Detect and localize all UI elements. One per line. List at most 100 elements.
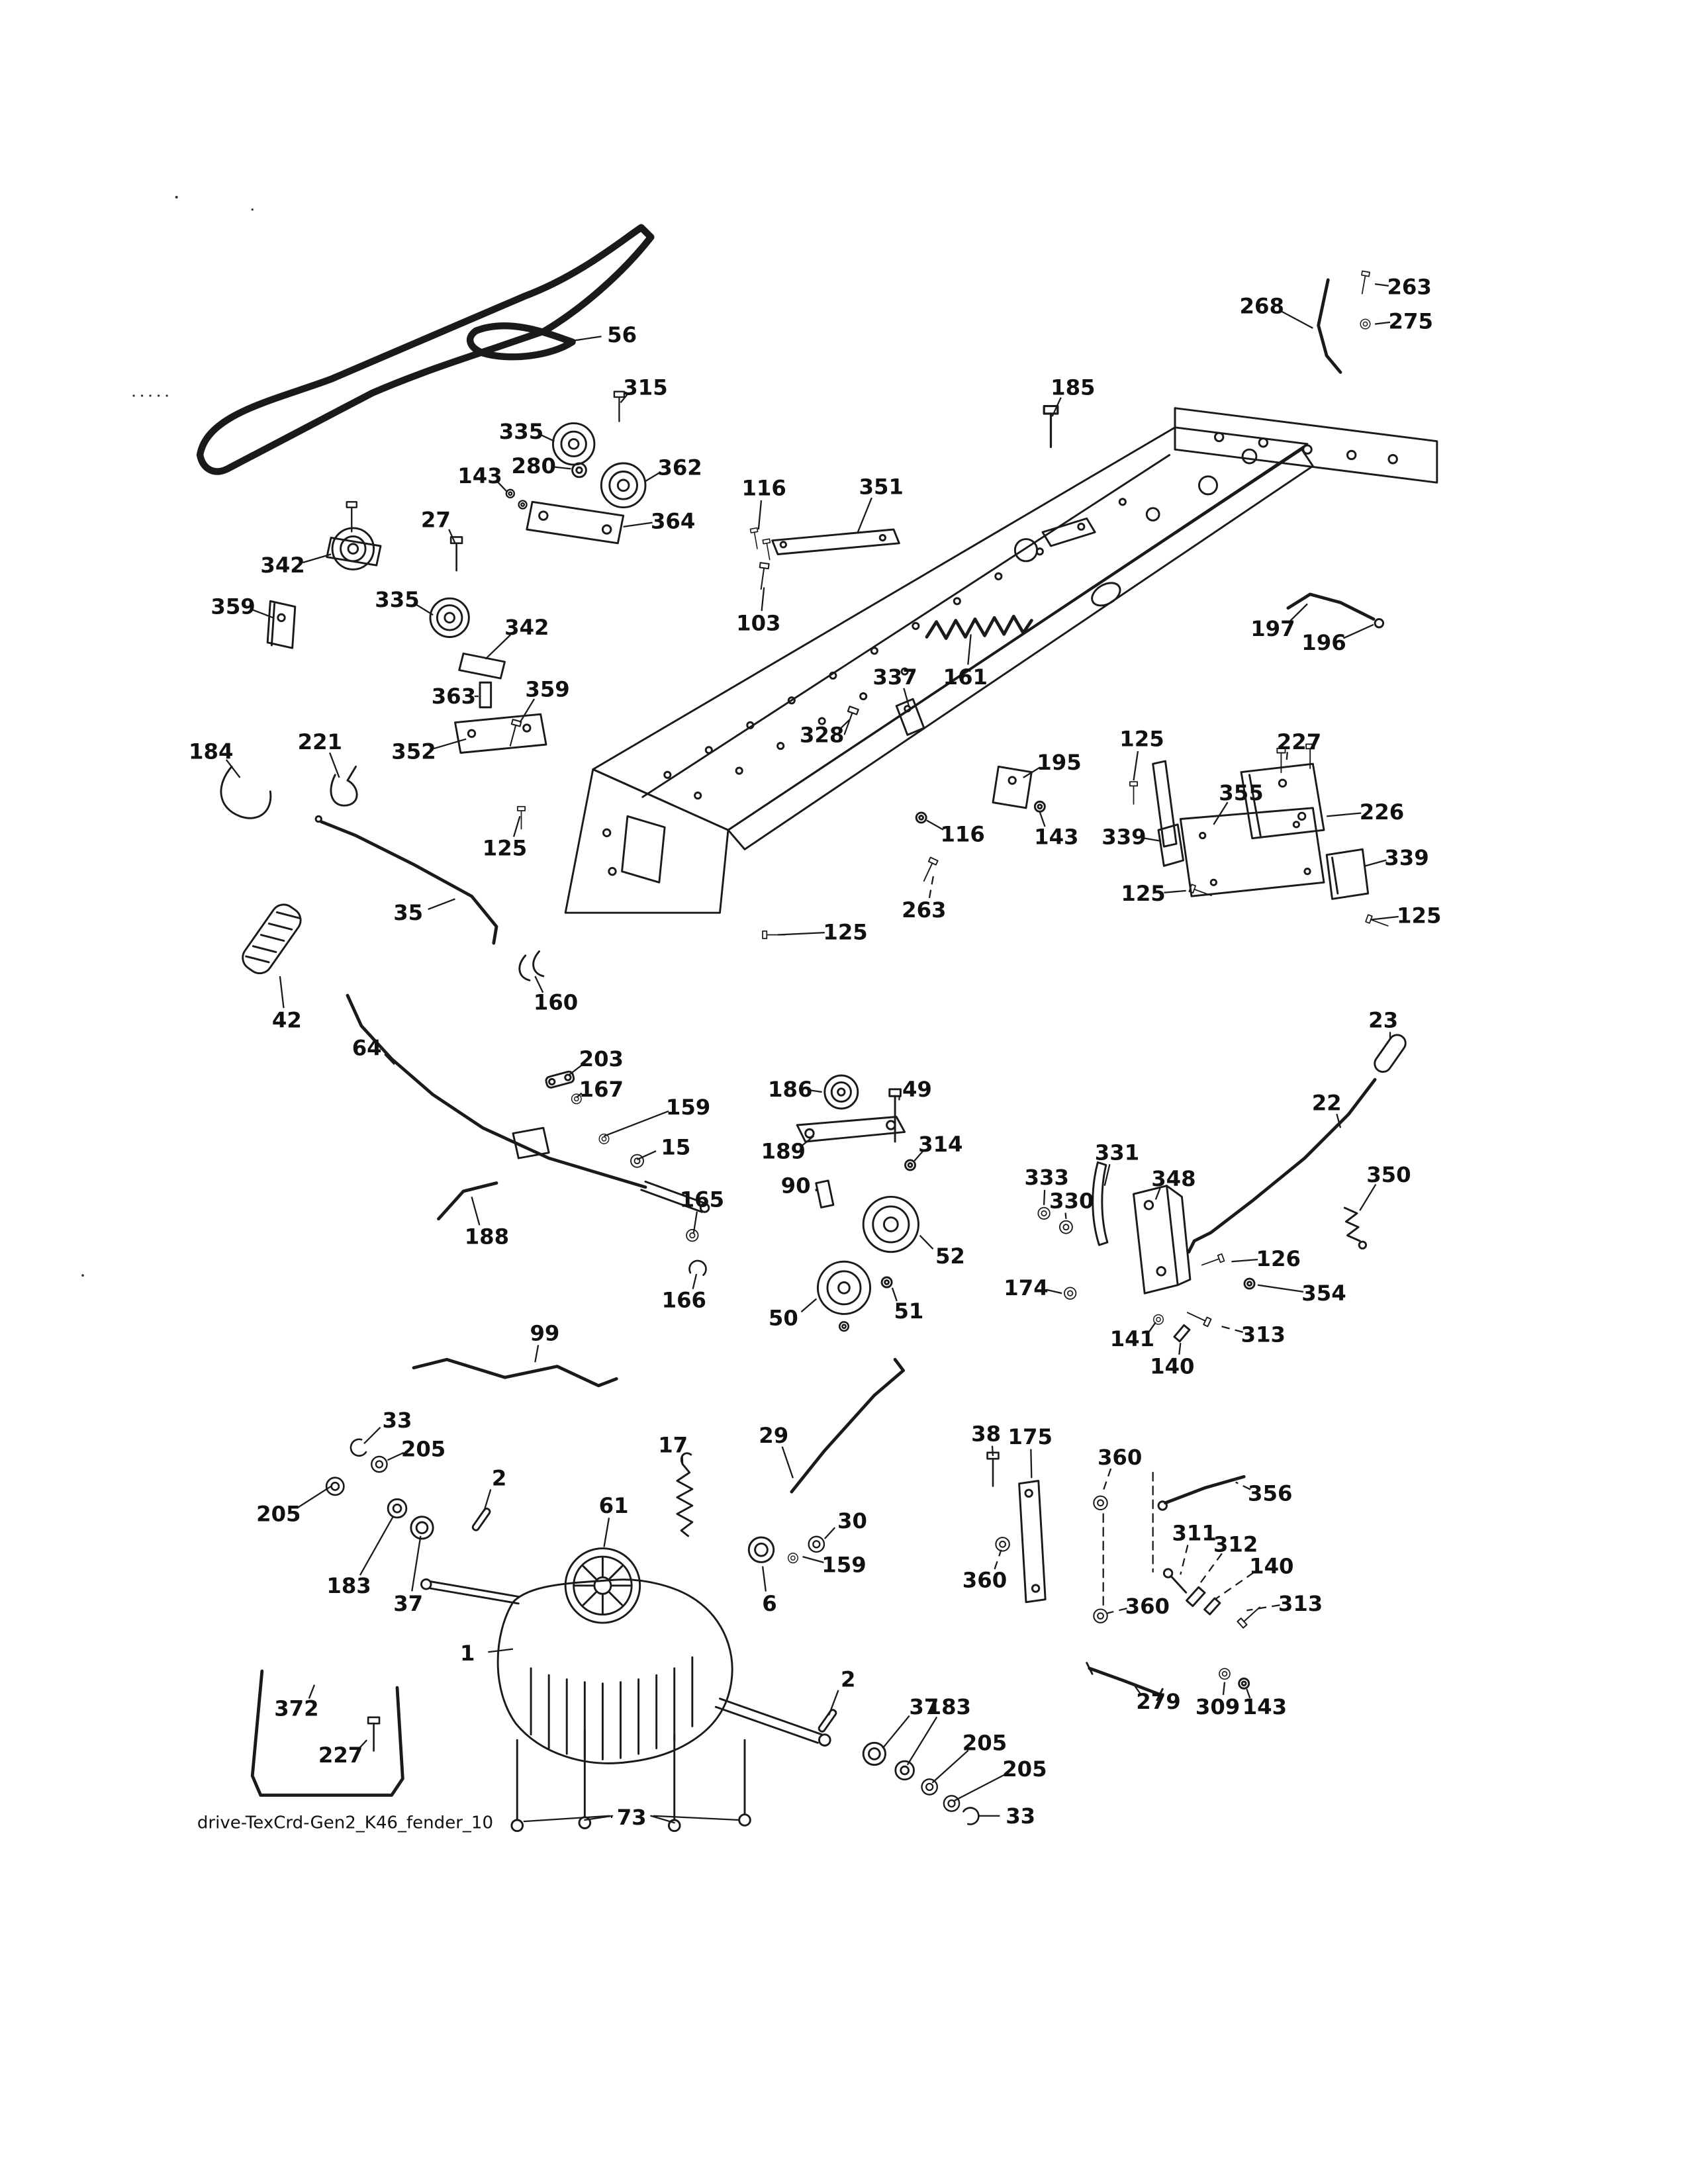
part-label-42: 42 <box>272 1008 302 1033</box>
leader-line-22 <box>1336 1113 1342 1128</box>
part-label-313: 313 <box>1241 1322 1286 1347</box>
leader-line-125 <box>1370 915 1399 921</box>
rod-29 <box>790 1357 905 1494</box>
pulley-362 <box>600 462 647 509</box>
part-label-363: 363 <box>432 684 476 709</box>
bracket-195 <box>992 765 1033 809</box>
part-label-183: 183 <box>326 1573 371 1598</box>
leader-line-161 <box>967 634 972 665</box>
bolt-313-b <box>1237 1603 1264 1629</box>
bolt-38 <box>986 1451 1000 1487</box>
part-label-360: 360 <box>1098 1445 1142 1470</box>
leader-line-140 <box>1178 1343 1182 1355</box>
leader-line-160 <box>534 976 544 993</box>
frame-assembly <box>564 407 1438 914</box>
part-label-314: 314 <box>918 1132 962 1157</box>
part-label-37: 37 <box>393 1591 423 1616</box>
diagram-caption: drive-TexCrd-Gen2_K46_fender_10 <box>197 1813 493 1833</box>
part-label-90: 90 <box>781 1173 811 1199</box>
leader-line-355 <box>1213 801 1229 825</box>
leader-line-125 <box>1133 751 1139 781</box>
brake-linkage-group <box>986 1451 1264 1702</box>
part-label-280: 280 <box>512 453 556 478</box>
leader-line-362 <box>645 471 661 482</box>
plate-rear <box>1179 807 1325 897</box>
part-label-337: 337 <box>872 664 917 690</box>
leader-line-331 <box>1103 1163 1111 1186</box>
part-label-23: 23 <box>1368 1008 1398 1033</box>
part-label-17: 17 <box>658 1432 688 1457</box>
leader-line-195 <box>1023 766 1041 778</box>
part-label-165: 165 <box>680 1187 724 1212</box>
part-label-2: 2 <box>841 1667 855 1692</box>
drive-belt <box>196 224 655 475</box>
part-label-335: 335 <box>375 587 419 612</box>
bracket-348 <box>1133 1185 1179 1295</box>
part-label-185: 185 <box>1051 375 1095 400</box>
bolt-27 <box>449 536 463 572</box>
part-label-143: 143 <box>1034 825 1078 850</box>
leader-line-360 <box>1101 1468 1112 1495</box>
leader-line-203 <box>567 1064 584 1076</box>
pin-2-left <box>471 1508 491 1531</box>
leader-line-37 <box>882 1715 910 1749</box>
bolt-359-b <box>505 719 522 748</box>
part-label-205: 205 <box>962 1730 1007 1755</box>
bracket-175 <box>1018 1480 1047 1604</box>
part-label-227: 227 <box>1277 729 1321 754</box>
part-label-29: 29 <box>759 1423 788 1448</box>
leader-line-315 <box>620 393 629 404</box>
leader-line-275 <box>1374 321 1391 325</box>
part-label-52: 52 <box>935 1244 965 1269</box>
part-label-140: 140 <box>1150 1354 1194 1379</box>
part-label-51: 51 <box>894 1298 923 1324</box>
nut-143-c <box>1238 1677 1250 1690</box>
pulley-186 <box>823 1074 859 1110</box>
part-label-205: 205 <box>1002 1756 1047 1782</box>
part-label-313: 313 <box>1278 1591 1323 1616</box>
part-label-186: 186 <box>768 1077 812 1102</box>
part-label-50: 50 <box>769 1306 798 1331</box>
bolt-263-b <box>919 856 939 884</box>
nut-116-b <box>915 811 927 824</box>
washer-330 <box>1058 1220 1073 1234</box>
part-label-1: 1 <box>460 1641 475 1666</box>
part-label-356: 356 <box>1248 1480 1292 1506</box>
part-label-268: 268 <box>1240 293 1284 318</box>
clip-166 <box>688 1258 708 1277</box>
part-label-73: 73 <box>617 1805 647 1830</box>
rod-35 <box>320 820 498 945</box>
leader-line-103 <box>761 587 765 612</box>
pulley-52 <box>862 1195 919 1253</box>
washer-183-right <box>894 1760 915 1781</box>
leader-line-335 <box>416 604 434 616</box>
washer-165 <box>686 1229 699 1242</box>
leader-line-268 <box>1280 310 1313 329</box>
idler-pulley-stack-top <box>449 390 647 572</box>
clip-33-left <box>348 1437 368 1459</box>
pulley-335-top <box>551 422 596 466</box>
leader-line-337 <box>903 688 910 706</box>
part-label-279: 279 <box>1136 1689 1180 1714</box>
bolt-263-top <box>1358 270 1370 295</box>
part-label-312: 312 <box>1213 1531 1258 1557</box>
washer-333 <box>1037 1206 1051 1220</box>
leader-line-226 <box>1327 812 1362 817</box>
leader-line-205 <box>954 1773 1006 1801</box>
spacer-312 <box>1186 1586 1206 1608</box>
part-label-195: 195 <box>1037 750 1081 775</box>
leader-line-184 <box>225 759 241 778</box>
part-label-188: 188 <box>465 1224 509 1250</box>
leader-line-348 <box>1154 1188 1161 1200</box>
leader-line-2 <box>828 1690 839 1716</box>
spring-17 <box>676 1463 694 1537</box>
part-label-159: 159 <box>666 1095 710 1120</box>
bracket-364 <box>526 500 625 545</box>
part-label-227: 227 <box>318 1743 363 1768</box>
part-label-342: 342 <box>260 553 305 578</box>
spacer-6 <box>747 1536 775 1563</box>
part-label-355: 355 <box>1219 780 1263 805</box>
leader-line-186 <box>810 1089 822 1093</box>
bracket-226 <box>1240 762 1325 840</box>
leader-line-197 <box>1289 603 1308 622</box>
